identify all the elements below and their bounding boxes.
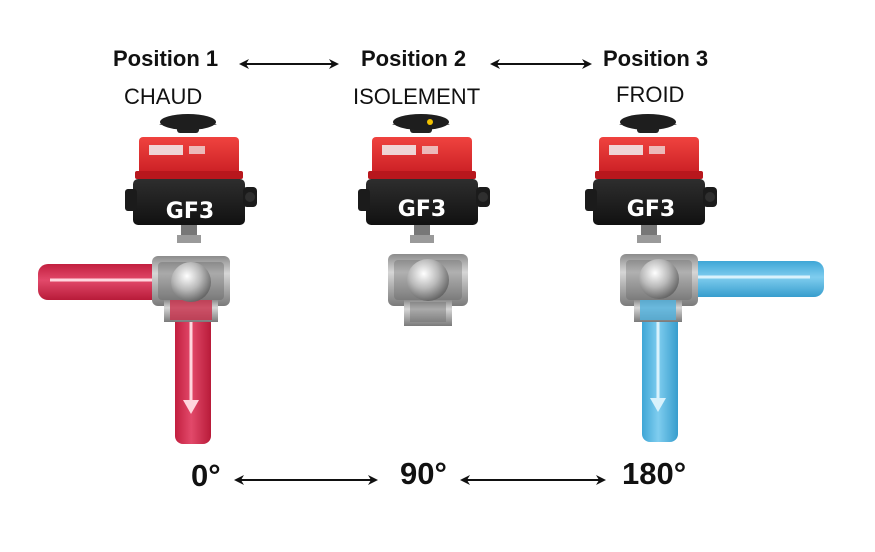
model-label: GF3	[627, 197, 675, 222]
position-3-title: Position 3	[603, 46, 709, 71]
flow-arrow-icon	[650, 398, 666, 412]
valve-3-cold: GF3	[585, 114, 824, 442]
valve-2-isolation: GF3	[358, 114, 490, 326]
model-label: GF3	[398, 197, 446, 222]
position-3-angle: 180°	[622, 456, 687, 491]
position-2-title: Position 2	[361, 46, 467, 71]
position-1-subtitle: CHAUD	[124, 84, 203, 109]
position-2-angle: 90°	[400, 456, 447, 491]
position-2-subtitle: ISOLEMENT	[353, 84, 481, 109]
valve-1-hot: GF3	[38, 114, 257, 444]
flow-arrow-icon	[183, 400, 199, 414]
position-3-subtitle: FROID	[616, 82, 685, 107]
position-1-angle: 0°	[191, 458, 221, 493]
model-label: GF3	[166, 199, 214, 224]
position-1-title: Position 1	[113, 46, 219, 71]
